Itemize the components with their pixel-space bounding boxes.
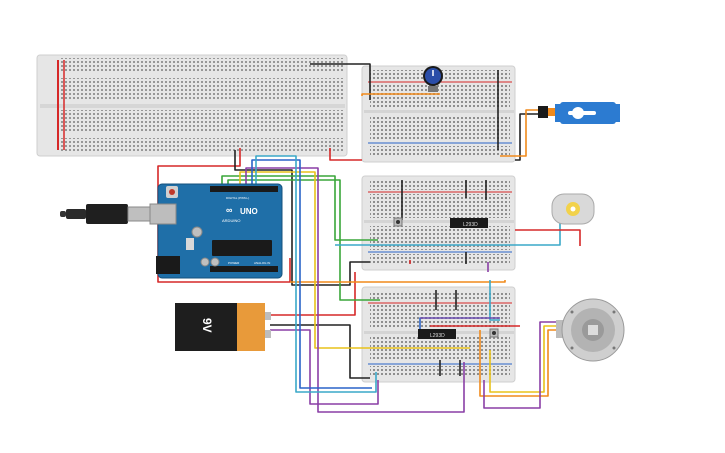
- battery-9v-icon[interactable]: 9V: [175, 303, 271, 351]
- breadboard-main[interactable]: [36, 54, 348, 157]
- pushbutton-2[interactable]: [489, 328, 499, 338]
- wire-red-4[interactable]: [515, 229, 581, 246]
- wire-orange-1[interactable]: [361, 93, 440, 96]
- arduino-uno[interactable]: ∞ UNO ARDUINO DIGITAL (PWM~) POWER ANALO…: [149, 183, 283, 279]
- pushbutton-1[interactable]: [393, 217, 403, 227]
- wire-green-1[interactable]: [221, 175, 378, 241]
- breadboard-right-1[interactable]: [361, 65, 516, 163]
- chip-1-label: L293D: [463, 222, 478, 228]
- wire-orange-4[interactable]: [479, 329, 556, 397]
- wire-cyan-1[interactable]: [255, 155, 377, 393]
- wires: [157, 63, 581, 413]
- l293d-chip-1[interactable]: L293D: [450, 218, 488, 228]
- servo-motor-icon[interactable]: [538, 102, 620, 124]
- wire-yellow-2[interactable]: [489, 325, 556, 393]
- wire-yellow-1[interactable]: [239, 171, 470, 349]
- breadboard-right-2[interactable]: [361, 175, 516, 271]
- wire-cyan-3[interactable]: [489, 280, 500, 321]
- wire-blue-1[interactable]: [251, 159, 372, 389]
- arduino-analog-label: ANALOG IN: [254, 261, 270, 265]
- arduino-logo-icon: ∞: [226, 205, 233, 215]
- reset-button-icon[interactable]: [169, 189, 175, 195]
- wire-purple-1[interactable]: [245, 167, 465, 413]
- battery-label: 9V: [200, 318, 214, 333]
- wire-black-1[interactable]: [310, 63, 371, 100]
- l293d-chip-2[interactable]: L293D: [418, 329, 456, 339]
- potentiometer-icon[interactable]: [423, 66, 443, 92]
- wire-black-3[interactable]: [270, 324, 370, 379]
- wire-red-3[interactable]: [270, 272, 356, 316]
- wire-black-2[interactable]: [234, 150, 370, 286]
- wire-black-4[interactable]: [515, 113, 538, 161]
- arduino-logo-text: ARDUINO: [222, 218, 240, 223]
- arduino-brand-label: UNO: [240, 207, 258, 216]
- breadboard-right-3[interactable]: [361, 286, 516, 383]
- wire-orange-2[interactable]: [500, 109, 538, 157]
- arduino-digital-label: DIGITAL (PWM~): [226, 196, 249, 200]
- gear-motor-icon[interactable]: [556, 298, 625, 362]
- wire-green-2[interactable]: [227, 179, 380, 301]
- arduino-power-label: POWER: [228, 261, 240, 265]
- wire-red-2[interactable]: [329, 148, 362, 161]
- wire-purple-3[interactable]: [483, 321, 556, 409]
- wire-orange-3[interactable]: [290, 280, 506, 283]
- chip-2-label: L293D: [430, 333, 445, 339]
- dc-motor-icon[interactable]: [551, 193, 595, 225]
